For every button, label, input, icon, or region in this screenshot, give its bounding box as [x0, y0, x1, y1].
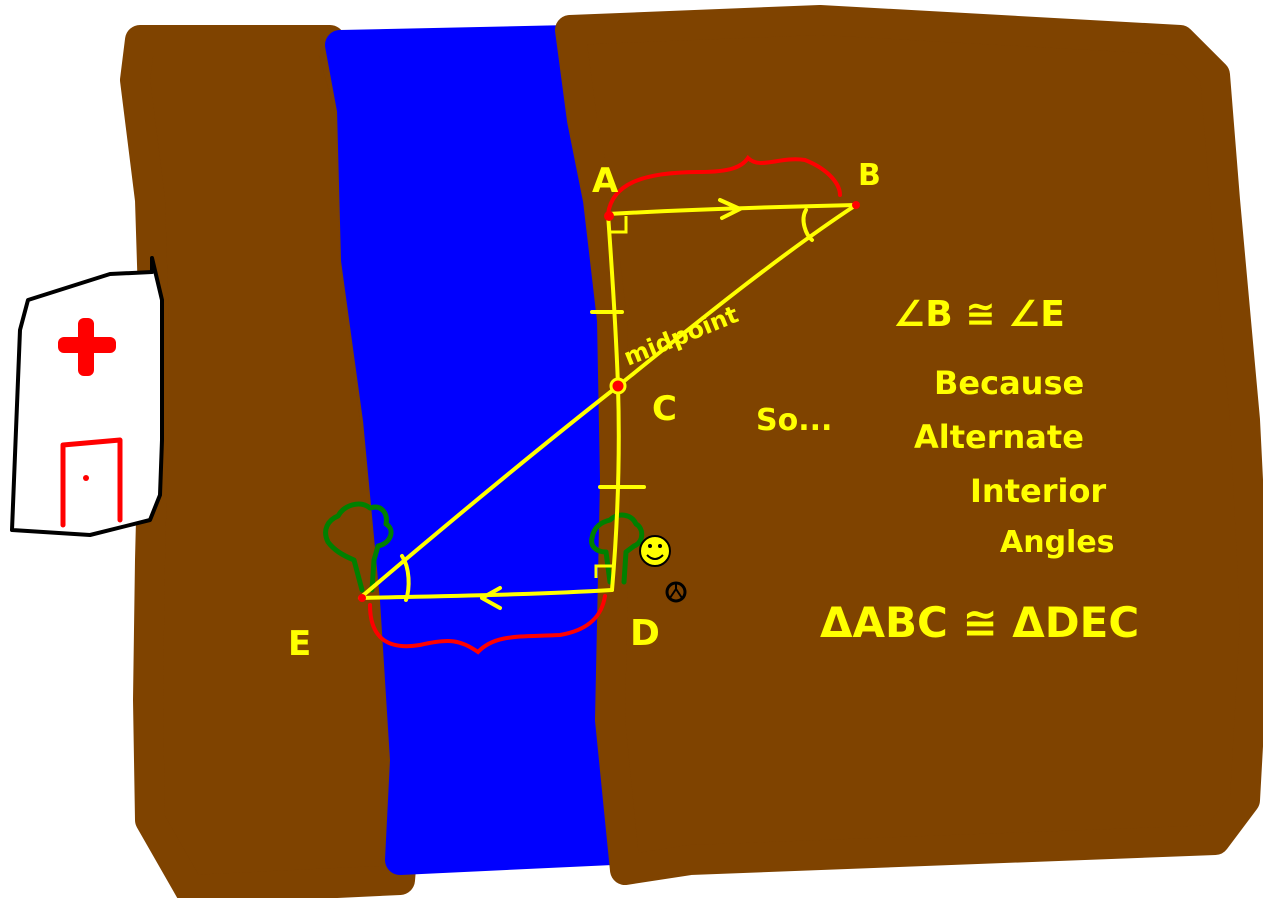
angle-arc-b	[801, 208, 814, 242]
smiley-face-icon	[639, 535, 671, 567]
label-because-2: Alternate	[914, 418, 1084, 456]
tree-icon	[589, 512, 645, 585]
red-cross-icon	[58, 318, 116, 376]
segment-bc	[616, 203, 858, 388]
person-limbs	[669, 584, 683, 599]
door-knob	[83, 475, 89, 481]
smiley-eye-right	[658, 544, 662, 548]
construction	[358, 198, 858, 610]
label-e: E	[288, 624, 311, 664]
label-because-3: Interior	[970, 472, 1106, 510]
right-angle-mark-d	[594, 564, 612, 578]
brace-ab	[606, 154, 842, 216]
point-c-dot	[609, 377, 627, 395]
cross-vertical-bar	[78, 318, 94, 376]
label-so: So...	[756, 403, 832, 438]
label-because-4: Angles	[1000, 525, 1115, 560]
label-c: C	[652, 389, 677, 429]
door-icon	[60, 437, 123, 528]
smiley-mouth	[646, 554, 664, 560]
brace-ed	[368, 594, 607, 655]
label-triangle-congruence: ΔABC ≅ ΔDEC	[820, 598, 1139, 647]
parallel-arrow-ab	[718, 198, 742, 220]
point-e-dot	[358, 594, 366, 602]
parallel-arrow-ed	[480, 586, 502, 610]
hospital-outline	[10, 256, 164, 537]
door-frame	[60, 437, 123, 528]
label-b: B	[858, 158, 881, 193]
person-head	[665, 581, 687, 603]
labels: A B C D E midpoint So... ∠B ≅ ∠E Because…	[288, 158, 1139, 664]
points	[358, 201, 860, 602]
brace-bottom	[368, 594, 607, 655]
right-angle-mark-a	[610, 216, 628, 234]
label-angle-congruence: ∠B ≅ ∠E	[893, 294, 1065, 335]
label-because-1: Because	[934, 364, 1084, 402]
person-icon	[665, 581, 687, 603]
label-a: A	[592, 161, 619, 201]
segment-ab	[606, 203, 858, 216]
point-a-dot	[604, 211, 614, 221]
tree-right-outline	[589, 512, 645, 585]
segment-ec	[358, 384, 620, 600]
smiley-eye-left	[648, 544, 652, 548]
point-b-dot	[852, 201, 860, 209]
brace-top	[606, 154, 842, 216]
hospital-icon	[10, 256, 164, 537]
tree-left-outline	[323, 501, 394, 593]
segment-ac	[606, 212, 620, 388]
smiley-face	[639, 535, 671, 567]
right-bank-shape	[555, 5, 1263, 885]
angle-arc-e	[400, 554, 411, 602]
right-bank	[555, 5, 1263, 885]
tree-icon	[323, 501, 394, 593]
label-d: D	[630, 613, 660, 654]
